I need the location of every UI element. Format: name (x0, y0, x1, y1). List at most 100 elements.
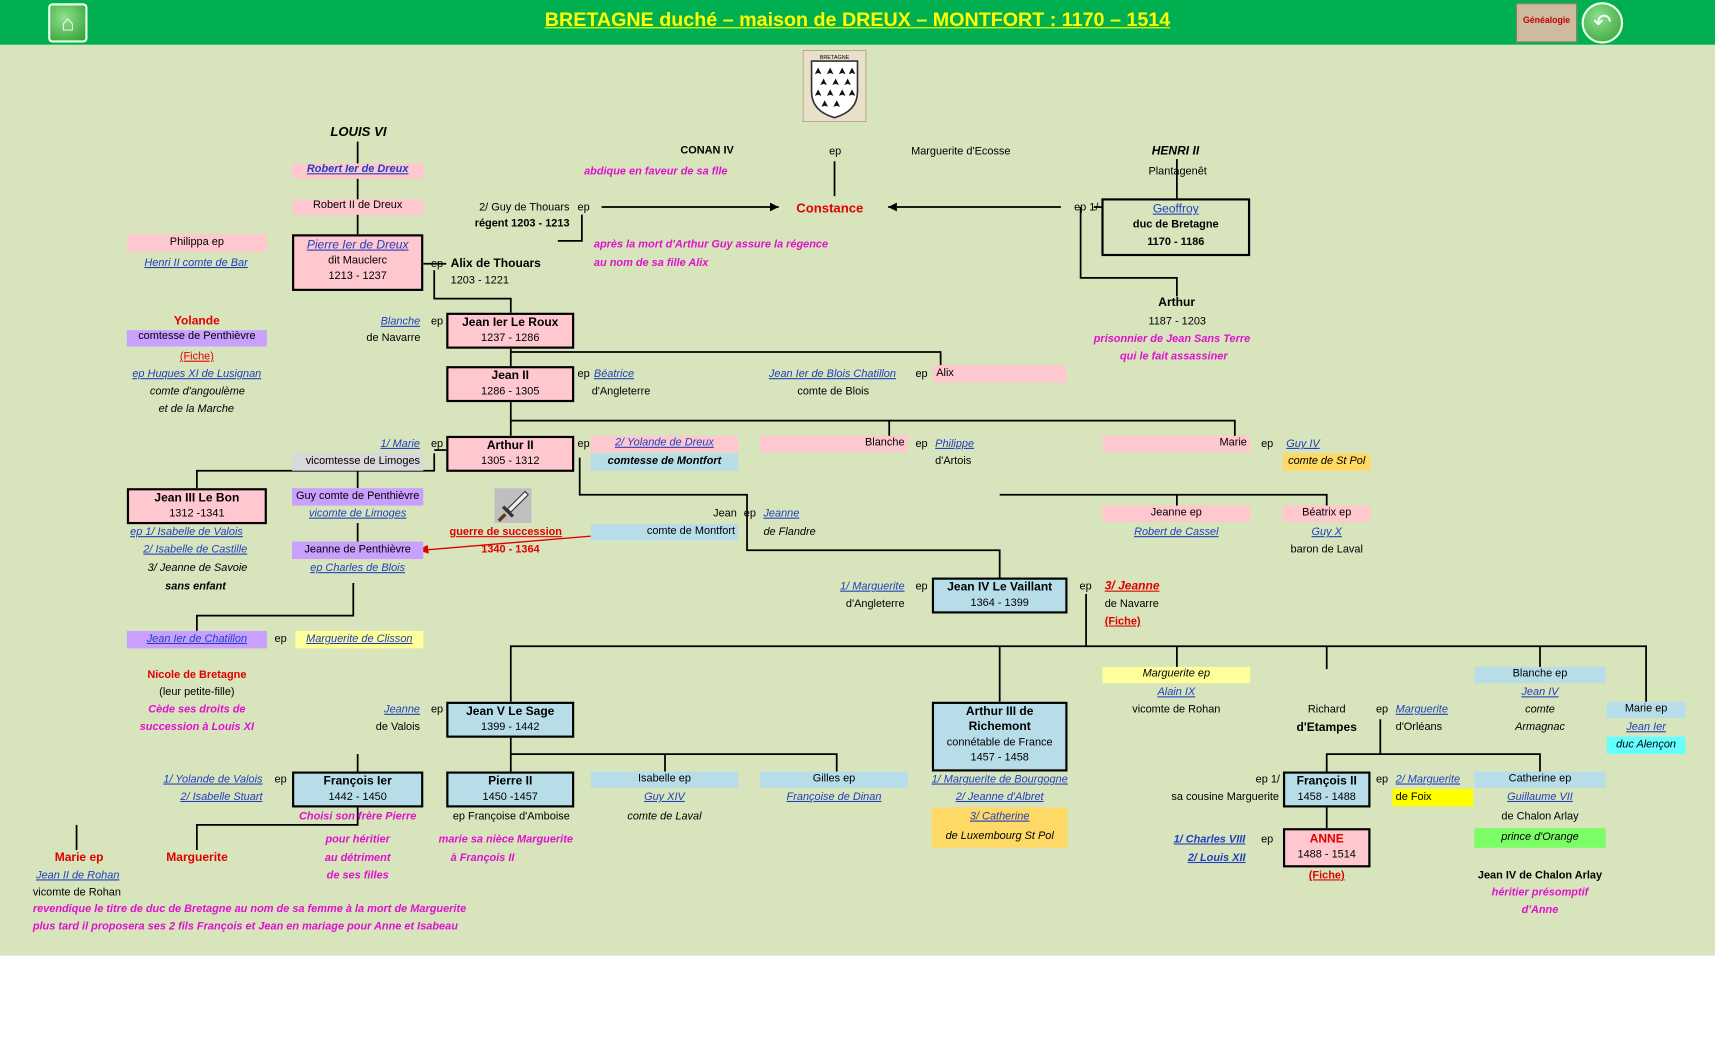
alain-ix-link[interactable]: Alain IX (1157, 686, 1196, 699)
henri-ii-comte-de-bar-link[interactable]: Henri II comte de Bar (144, 257, 248, 270)
arthur-dates: 1187 - 1203 (1148, 316, 1207, 328)
philippe-link[interactable]: Philippe (935, 438, 975, 451)
yolande: Yolande (173, 314, 220, 328)
jeanne-de-penthievre: Jeanne de Penthièvre (292, 541, 424, 560)
ep-label: ep (915, 368, 928, 381)
marie-link[interactable]: 1/ Marie (380, 438, 420, 451)
jean-ier-de-blois-link[interactable]: Jean Ier de Blois Chatillon (768, 368, 896, 381)
jean-ii-box: Jean II 1286 - 1305 (446, 366, 575, 403)
baron-de-laval: baron de Laval (1290, 543, 1363, 556)
guerre-de-succession: guerre de succession (449, 526, 562, 539)
anne-dates: 1488 - 1514 (1297, 848, 1356, 861)
beatrix-ep: Béatrix ep (1282, 505, 1371, 522)
ep-label: ep (743, 507, 756, 520)
ep-label: ep (430, 438, 444, 451)
isabelle-de-castille-link[interactable]: 2/ Isabelle de Castille (143, 543, 248, 556)
jeanne-de-valois-link[interactable]: Jeanne (384, 703, 420, 716)
francoise-de-dinan-link[interactable]: Françoise de Dinan (786, 791, 882, 804)
jeanne-d-albret-link[interactable]: 2/ Jeanne d'Albret (955, 791, 1044, 804)
marguerite: Marguerite (166, 851, 228, 865)
ep-label: ep (430, 316, 444, 328)
arthur-iii-name-2: Richemont (968, 720, 1031, 734)
pierre-ii-box: Pierre II 1450 -1457 (446, 771, 575, 808)
guy-xiv-link[interactable]: Guy XIV (644, 791, 685, 804)
beatrice-link[interactable]: Béatrice (593, 368, 635, 381)
ep-label: ep (274, 773, 287, 786)
marguerite-de-clisson-link[interactable]: Marguerite de Clisson (295, 630, 424, 649)
jean-ier-alencon-link[interactable]: Jean Ier (1626, 721, 1666, 734)
philippa: Philippa ep (126, 234, 267, 252)
ep-label: ep (1261, 833, 1274, 846)
hugues-xi-link[interactable]: ep Huques XI de Lusignan (132, 368, 262, 381)
isabelle-de-valois-link[interactable]: ep 1/ Isabelle de Valois (130, 526, 243, 539)
regence-note-1: après la mort d'Arthur Guy assure la rég… (593, 238, 829, 251)
guy-iv-link[interactable]: Guy IV (1286, 438, 1320, 451)
back-button[interactable]: ↶ (1581, 2, 1624, 44)
marguerite-d-orleans-link[interactable]: Marguerite (1395, 703, 1448, 716)
vicomte-de-limoges-link[interactable]: vicomte de Limoges (309, 507, 407, 520)
home-button[interactable]: ⌂ (48, 3, 88, 43)
leur-petite-fille: (leur petite-fille) (159, 686, 235, 699)
marguerite-d-angleterre-link[interactable]: 1/ Marguerite (840, 580, 905, 593)
robert-ier-de-dreux-link[interactable]: Robert Ier de Dreux (292, 163, 424, 179)
arthur: Arthur (1158, 296, 1196, 310)
gilles-ep: Gilles ep (760, 771, 908, 788)
revendique-note: revendique le titre de duc de Bretagne a… (32, 903, 467, 916)
charles-de-blois-link[interactable]: ep Charles de Blois (310, 562, 406, 575)
jean-iii-name: Jean III Le Bon (154, 491, 240, 505)
d-orleans: d'Orléans (1395, 721, 1443, 734)
arthur-iii-box: Arthur III de Richemont connétable de Fr… (931, 701, 1068, 772)
conan-iv: CONAN IV (680, 144, 734, 157)
marie-niece-note-1: marie sa nièce Marguerite (438, 833, 573, 846)
marie-niece-note-2: à François II (450, 852, 515, 865)
marie-2: Marie (1102, 435, 1251, 453)
title-bar: ⌂ BRETAGNE duché – maison de DREUX – MON… (0, 0, 1715, 45)
geoffroy-link[interactable]: Geoffroy (1152, 202, 1199, 216)
marguerite-de-foix-link[interactable]: 2/ Marguerite (1395, 773, 1461, 786)
isabelle-stuart-link[interactable]: 2/ Isabelle Stuart (180, 791, 263, 804)
comte-de-montfort: comte de Montfort (590, 524, 739, 541)
robert-de-cassel-link[interactable]: Robert de Cassel (1134, 526, 1219, 539)
blanche-ep: Blanche ep (1474, 666, 1606, 684)
yolande-title: comtesse de Penthièvre (126, 330, 267, 347)
jean-iv-name: Jean IV Le Vaillant (947, 580, 1053, 594)
jean-ier-de-chatillon-link[interactable]: Jean Ier de Chatillon (126, 630, 267, 649)
de-la-marche: et de la Marche (158, 403, 234, 416)
guy-x-link[interactable]: Guy X (1311, 526, 1342, 539)
de-navarre-2: de Navarre (1104, 598, 1159, 611)
jeanne-de-navarre-link[interactable]: 3/ Jeanne (1104, 579, 1160, 593)
comte-de-laval: comte de Laval (627, 810, 702, 823)
anne-fiche-link[interactable]: (Fiche) (1308, 869, 1345, 882)
pierre-ier-link[interactable]: Pierre Ier de Dreux (306, 238, 409, 252)
back-arrow-icon: ↶ (1593, 10, 1612, 35)
yolande-de-dreux-link[interactable]: 2/ Yolande de Dreux (590, 435, 739, 453)
genealogy-canvas: ⌂ BRETAGNE duché – maison de DREUX – MON… (0, 0, 1715, 956)
regence-note-2: au nom de sa fille Alix (593, 257, 709, 270)
de-valois: de Valois (375, 721, 420, 734)
jean-ii-name: Jean II (491, 369, 529, 383)
arthur-iii-name-1: Arthur III de (965, 705, 1034, 719)
genealogie-button[interactable]: Généalogie (1515, 3, 1578, 43)
comtesse-de-montfort: comtesse de Montfort (590, 453, 739, 471)
armagnac: Armagnac (1515, 721, 1565, 734)
blanche-link[interactable]: Blanche (380, 316, 421, 328)
jean-iv-armagnac-link[interactable]: Jean IV (1521, 686, 1559, 699)
jeanne-fiche-link[interactable]: (Fiche) (1104, 615, 1141, 628)
ep-label: ep (1375, 703, 1389, 716)
jeanne-de-flandre-link[interactable]: Jeanne (763, 507, 800, 520)
yolande-de-valois-link[interactable]: 1/ Yolande de Valois (163, 773, 263, 786)
de-navarre: de Navarre (366, 332, 421, 345)
catherine-de-luxembourg-link[interactable]: 3/ Catherine (969, 810, 1030, 823)
de-chalon-arlay: de Chalon Arlay (1501, 810, 1579, 823)
charles-viii-link[interactable]: 1/ Charles VIII (1173, 833, 1246, 846)
guy-de-thouars: 2/ Guy de Thouars (479, 201, 570, 214)
louis-xii-link[interactable]: 2/ Louis XII (1187, 852, 1246, 865)
jeanne-ep: Jeanne ep (1102, 505, 1251, 522)
jean-ii-de-rohan-link[interactable]: Jean II de Rohan (36, 869, 120, 882)
guy-comte-de-penthievre: Guy comte de Penthièvre (292, 488, 424, 506)
guillaume-vii-link[interactable]: Guillaume VII (1507, 791, 1573, 804)
pierre-ii-name: Pierre II (488, 774, 533, 788)
yolande-fiche-link[interactable]: (Fiche) (179, 350, 214, 363)
marguerite-de-bourgogne-link[interactable]: 1/ Marguerite de Bourgogne (931, 773, 1068, 786)
comte-de-blois: comte de Blois (797, 385, 870, 398)
